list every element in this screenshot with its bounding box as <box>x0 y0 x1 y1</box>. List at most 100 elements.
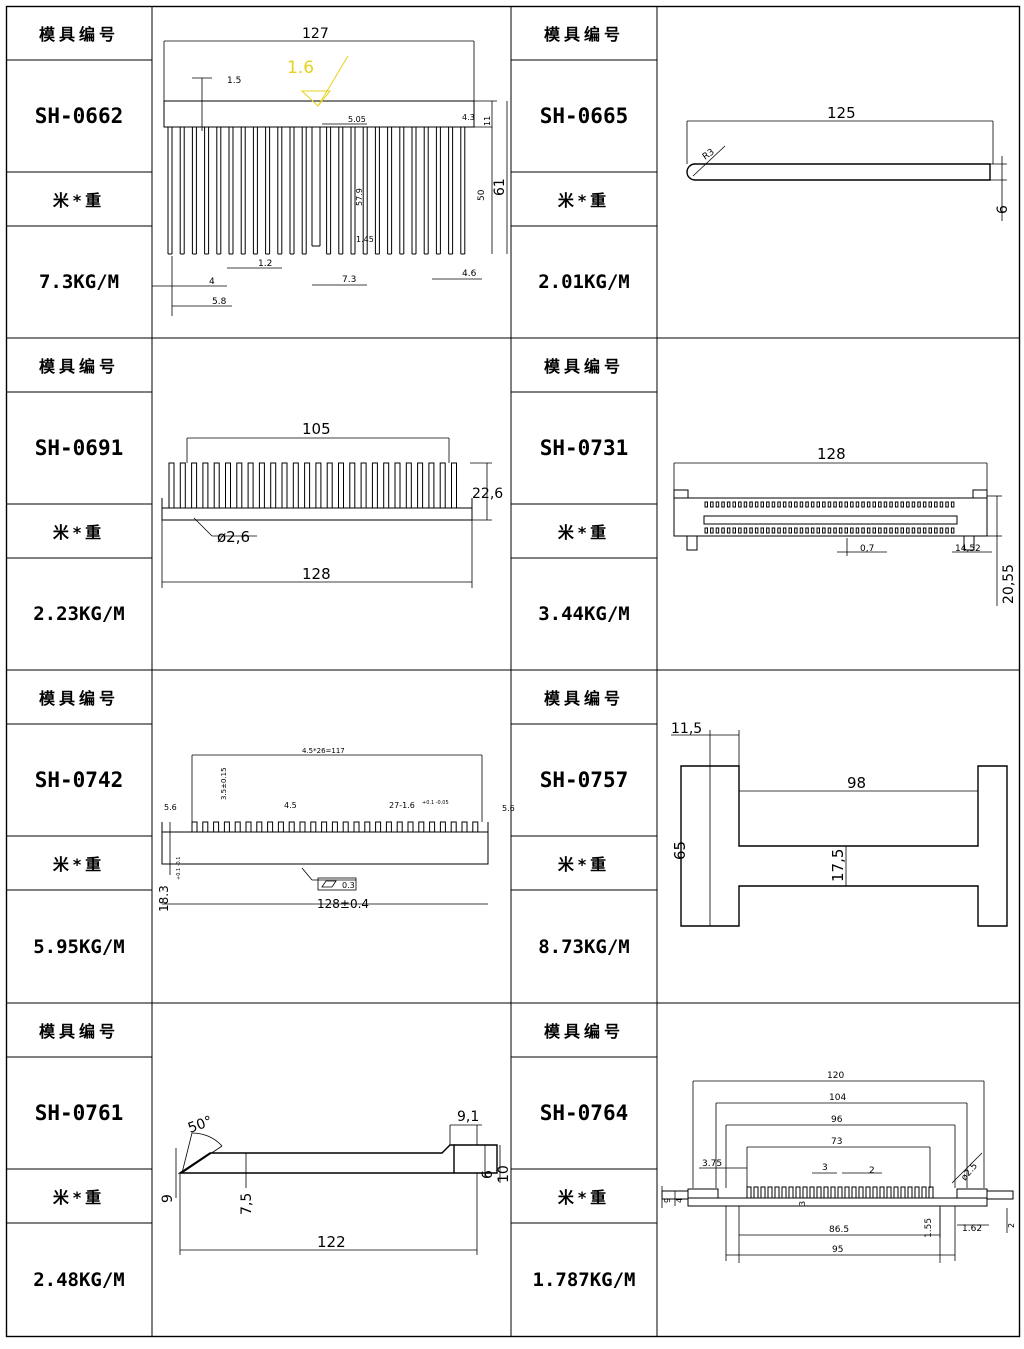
weight-value: 2.48KG/M <box>33 1269 125 1291</box>
mold-no-label: 模具编号 <box>38 689 119 708</box>
dim-6: 6 <box>995 205 1011 214</box>
dim-5-6-left: 5.6 <box>164 803 177 812</box>
profile-drawing-sh-0757: 11,5 98 65 17,5 <box>657 670 1020 1003</box>
dim-86-5: 86.5 <box>829 1225 849 1235</box>
weight-label: 米*重 <box>557 523 611 542</box>
mold-no-label: 模具编号 <box>543 689 624 708</box>
mold-code: SH-0742 <box>34 768 124 792</box>
dim-2-small: 2 <box>1007 1223 1016 1228</box>
dim-128: 128 <box>302 565 331 583</box>
profile-drawing-sh-0742: 4.5*26=117 3.5±0.15 4.5 27-1.6 +0.1 -0.0… <box>152 670 515 1003</box>
table-grid-lines <box>5 5 1021 1338</box>
dim-5-05: 5.05 <box>348 115 366 124</box>
dim-5-6-right: 5.6 <box>502 804 515 813</box>
dim-4-5: 4.5 <box>284 801 297 810</box>
dim-98: 98 <box>847 774 866 792</box>
dim-22-6: 22,6 <box>472 486 503 502</box>
dim-4-3: 4.3 <box>462 113 475 122</box>
mold-code: SH-0691 <box>34 436 124 460</box>
dim-7-3: 7.3 <box>342 275 356 285</box>
dim-27: 27-1.6 <box>389 801 415 810</box>
mold-code: SH-0764 <box>539 1101 629 1125</box>
mold-no-label: 模具编号 <box>38 1022 119 1041</box>
heatsink-outline <box>661 1186 1014 1207</box>
dim-3-5: 3.5±0.15 <box>220 767 228 800</box>
weight-value: 1.787KG/M <box>532 1269 636 1291</box>
heatsink-outline <box>163 100 475 255</box>
dim-96: 96 <box>831 1115 843 1125</box>
dim-r3: R3 <box>701 147 717 162</box>
dim-1-45: 1.45 <box>356 235 374 244</box>
dim-3: 3 <box>822 1163 828 1173</box>
profile-drawing-sh-0731: 128 0,7 14,52 20,55 <box>657 338 1020 670</box>
dim-phi-2-5: ø2.5 <box>960 1161 980 1183</box>
angle-50: 50° <box>186 1113 215 1137</box>
dim-1-55: 1.55 <box>924 1218 934 1238</box>
mold-code: SH-0757 <box>539 768 629 792</box>
dim-73: 73 <box>831 1137 842 1147</box>
mold-code: SH-0665 <box>539 104 629 128</box>
dim-57-9: 57.9 <box>355 188 364 206</box>
weight-label: 米*重 <box>52 523 106 542</box>
dim-14-52: 14,52 <box>955 544 981 554</box>
heatsink-outline <box>161 462 473 521</box>
dim-11: 11 <box>483 116 492 126</box>
weight-value: 7.3KG/M <box>38 271 120 293</box>
dim-18-3: 18.3 <box>157 885 171 912</box>
weight-value: 5.95KG/M <box>33 935 125 958</box>
weight-label: 米*重 <box>52 1188 106 1207</box>
dim-27-tolerance: +0.1 -0.05 <box>422 800 449 806</box>
dim-3-small: 3 <box>798 1201 807 1206</box>
dim-1-5: 1.5 <box>227 76 241 86</box>
weight-value: 2.23KG/M <box>33 603 125 625</box>
flat-bar-outline <box>686 163 991 181</box>
mold-no-label: 模具编号 <box>543 25 624 44</box>
weight-value: 2.01KG/M <box>538 271 630 293</box>
flatness-0-3: 0.3 <box>342 881 355 890</box>
dim-1-2: 1.2 <box>258 259 272 269</box>
mold-no-label: 模具编号 <box>543 1022 624 1041</box>
dim-4: 4 <box>675 1198 684 1203</box>
weight-value: 8.73KG/M <box>538 935 630 958</box>
profile-drawing-sh-0665: 125 R3 6 <box>657 6 1020 338</box>
weight-label: 米*重 <box>52 191 106 210</box>
profile-drawing-sh-0764: 120 104 96 73 3.75 3 2 ø2.5 9 4 3 <box>657 1003 1020 1337</box>
dim-10: 10 <box>496 1165 512 1183</box>
mold-no-label: 模具编号 <box>38 357 119 376</box>
dim-18-3-tolerance: +0.1 -0.1 <box>176 857 182 881</box>
i-beam-outline <box>680 765 1008 927</box>
mold-no-label: 模具编号 <box>38 25 119 44</box>
dim-phi-2-6: ø2,6 <box>217 528 250 546</box>
weight-label: 米*重 <box>52 855 106 874</box>
heatsink-outline <box>673 489 988 551</box>
dim-3-75: 3.75 <box>702 1159 722 1169</box>
dim-50: 50 <box>477 189 487 201</box>
dim-61: 61 <box>492 178 508 196</box>
dim-9: 9 <box>663 1198 672 1203</box>
dim-9: 9 <box>160 1194 176 1203</box>
weight-label: 米*重 <box>557 855 611 874</box>
dim-5-8: 5.8 <box>212 297 227 307</box>
mold-code: SH-0761 <box>34 1101 124 1125</box>
profile-drawing-sh-0761: 9,1 50° 9 7,5 6 10 122 <box>152 1003 512 1337</box>
dim-11-5: 11,5 <box>671 721 702 737</box>
dim-2: 2 <box>869 1166 875 1176</box>
mold-code: SH-0731 <box>539 436 629 460</box>
dim-1-62: 1.62 <box>962 1224 982 1234</box>
mold-code: SH-0662 <box>34 104 124 128</box>
dim-0-7: 0,7 <box>860 544 874 554</box>
plate-outline <box>177 1144 455 1174</box>
dim-6: 6 <box>480 1170 496 1179</box>
dim-9-1: 9,1 <box>457 1109 479 1125</box>
profile-drawing-sh-0662: 127 1.6 1.5 5.05 4.3 11 61 50 57.9 1.45 … <box>152 6 511 338</box>
dim-7-5: 7,5 <box>239 1193 255 1215</box>
dim-4-5x26: 4.5*26=117 <box>302 747 345 755</box>
dim-127: 127 <box>302 26 329 42</box>
dim-128: 128 <box>817 445 846 463</box>
dim-17-5: 17,5 <box>829 849 847 882</box>
mold-no-label: 模具编号 <box>543 357 624 376</box>
dim-105: 105 <box>302 420 331 438</box>
dim-120: 120 <box>827 1071 844 1081</box>
dim-122: 122 <box>317 1233 346 1251</box>
dim-4-6: 4.6 <box>462 269 477 279</box>
